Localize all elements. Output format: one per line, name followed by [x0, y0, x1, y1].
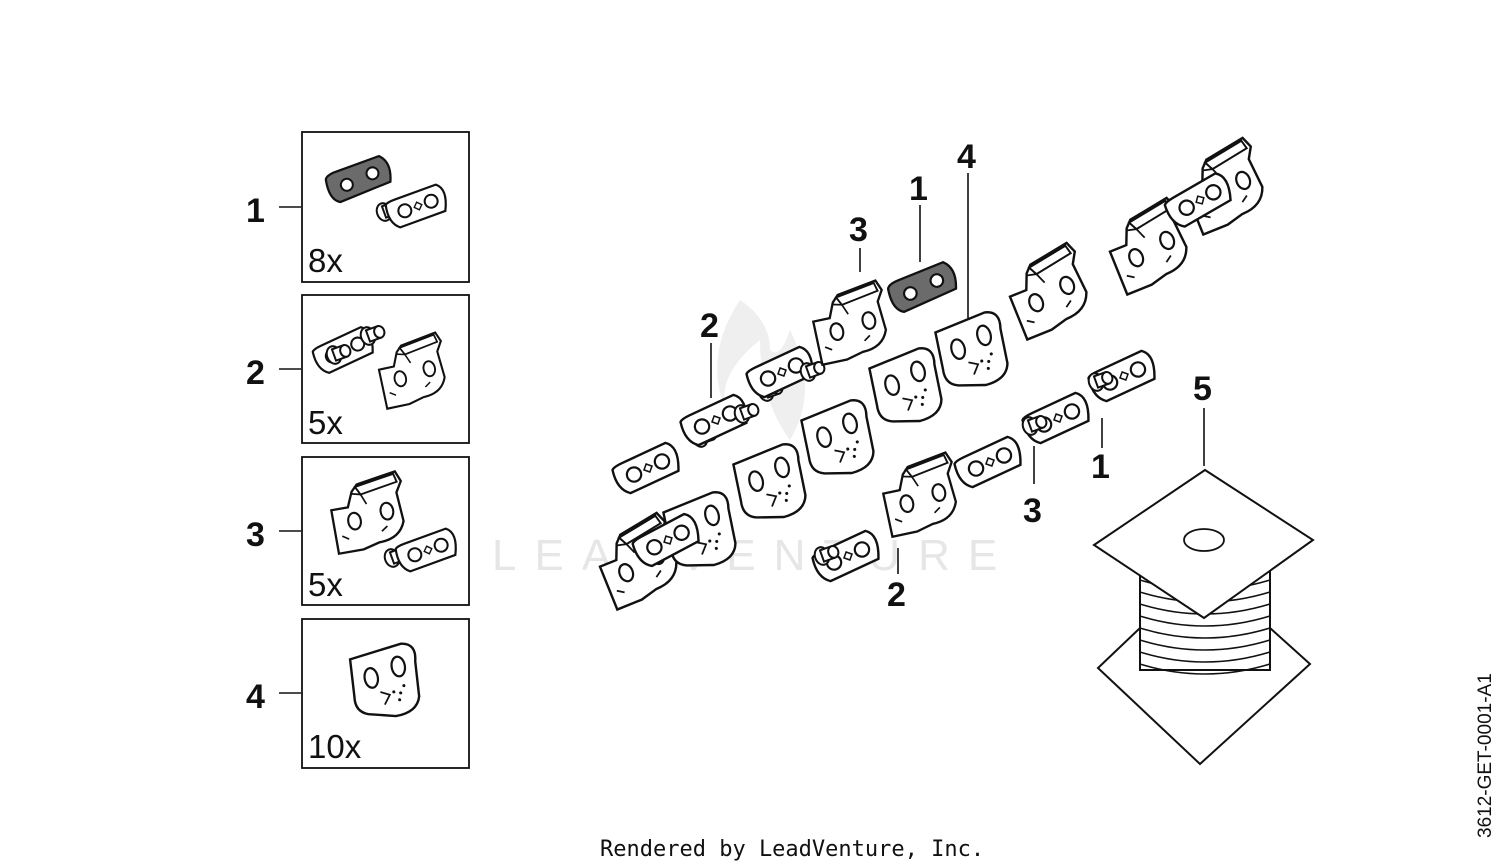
- diagram-code: 3612-GET-0001-A1: [1475, 673, 1496, 838]
- legend-quantity: 5x: [308, 566, 343, 603]
- legend-item-2: 2 5x: [246, 294, 470, 444]
- tie-strap-icon: [392, 525, 462, 575]
- watermark-flame-icon: [717, 300, 805, 440]
- drive-link-icon: [930, 308, 1016, 396]
- callout-5: 5: [1193, 370, 1212, 408]
- callout-1-right: 1: [1091, 448, 1110, 486]
- drive-link-icon: [728, 440, 814, 528]
- tie-strap-icon: [609, 439, 685, 498]
- legend-number: 2: [246, 354, 265, 392]
- callout-2-bottom: 2: [887, 576, 906, 614]
- callout-3-top: 3: [849, 211, 868, 249]
- watermark-text: LEADVENTURE: [492, 531, 1015, 580]
- legend-quantity: 5x: [308, 404, 343, 441]
- cutter-link-icon: [372, 330, 454, 410]
- legend-quantity: 8x: [308, 242, 343, 279]
- callout-1-top: 1: [909, 170, 928, 208]
- legend-number: 3: [246, 516, 265, 554]
- legend-item-4: 4 10x: [246, 618, 470, 769]
- callout-3-right: 3: [1023, 492, 1042, 530]
- tie-strap-preset-icon: [322, 153, 396, 206]
- chain-reel: [1092, 468, 1315, 766]
- footer-credit: Rendered by LeadVenture, Inc.: [600, 837, 984, 862]
- cutter-link-icon: [325, 469, 413, 555]
- cutter-link-icon: [998, 240, 1100, 341]
- callouts: [710, 173, 1205, 574]
- drive-link-icon: [864, 344, 950, 432]
- legend-item-3: 3 5x: [246, 456, 470, 606]
- tie-strap-icon: [382, 181, 452, 231]
- tie-strap-icon: [951, 433, 1027, 492]
- drive-link-icon: [345, 640, 427, 724]
- callout-4-top: 4: [957, 138, 976, 176]
- callout-2-left: 2: [700, 307, 719, 345]
- tie-strap-preset-icon: [884, 258, 962, 316]
- legend-number: 4: [246, 678, 265, 716]
- legend-item-1: 1 8x: [246, 131, 470, 283]
- legend-quantity: 10x: [308, 728, 362, 765]
- cutter-link-icon: [806, 278, 896, 366]
- drive-link-icon: [796, 396, 882, 484]
- legend-number: 1: [246, 192, 265, 230]
- cutter-link-icon: [876, 450, 966, 538]
